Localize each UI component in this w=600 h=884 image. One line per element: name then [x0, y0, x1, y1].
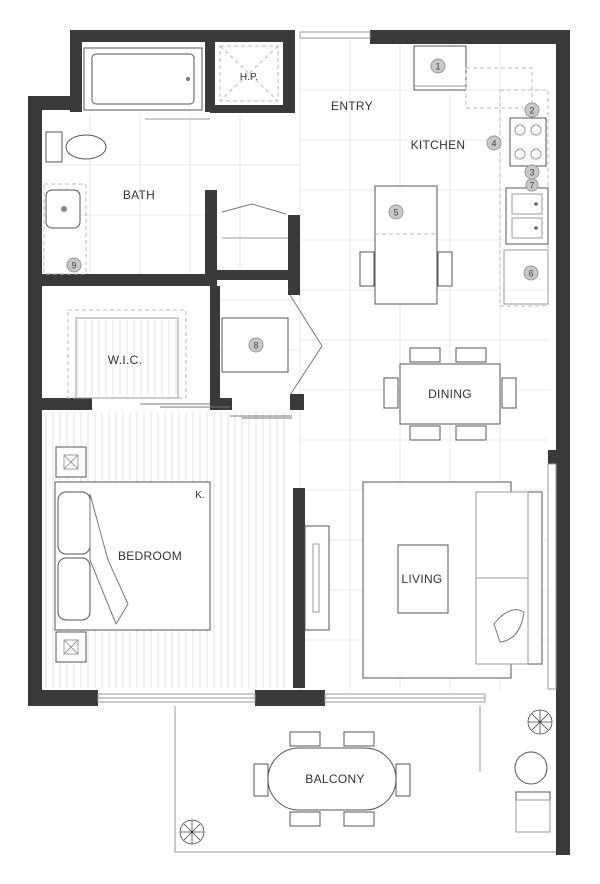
- marker-8: 8: [248, 337, 264, 353]
- label-hp: H.P.: [240, 72, 258, 83]
- label-bath: BATH: [123, 188, 155, 202]
- kitchen-counter: [499, 89, 549, 307]
- potted-plant-top: [527, 709, 553, 735]
- kitchen-fridge: [413, 45, 533, 109]
- bed: [54, 481, 211, 631]
- label-kitchen: KITCHEN: [411, 138, 466, 152]
- marker-9: 9: [66, 257, 82, 273]
- svg-text:5: 5: [393, 208, 398, 218]
- marker-6: 6: [523, 265, 539, 281]
- balcony-table: [253, 731, 411, 827]
- label-living: LIVING: [401, 572, 442, 586]
- svg-text:4: 4: [491, 139, 496, 149]
- windows: [97, 31, 557, 703]
- potted-plant-bottom: [179, 819, 205, 845]
- wic-shelves: [67, 309, 187, 399]
- balcony-side-chair: [514, 751, 551, 833]
- linen-closet: [221, 203, 288, 239]
- label-entry: ENTRY: [331, 99, 373, 113]
- vanity-sink: [43, 183, 87, 275]
- svg-text:1: 1: [435, 62, 440, 72]
- doors: [140, 294, 323, 419]
- dining-table: [383, 347, 517, 441]
- bathtub: [83, 47, 210, 120]
- marker-4: 4: [486, 135, 502, 151]
- hp-closet: [219, 45, 279, 102]
- label-wic: W.I.C.: [108, 353, 142, 367]
- svg-text:3: 3: [529, 168, 534, 178]
- sofa: [475, 491, 543, 665]
- label-dining: DINING: [428, 387, 472, 401]
- toilet: [45, 131, 107, 163]
- marker-1: 1: [430, 58, 446, 74]
- label-balcony: BALCONY: [305, 772, 364, 786]
- walls: [28, 30, 570, 855]
- marker-3: 3: [524, 164, 540, 180]
- svg-text:9: 9: [71, 261, 76, 271]
- svg-text:7: 7: [529, 181, 534, 191]
- svg-text:6: 6: [528, 269, 533, 279]
- marker-5: 5: [388, 204, 404, 220]
- balcony-outline: [174, 706, 556, 853]
- label-bed-size: K.: [195, 490, 204, 501]
- svg-text:8: 8: [253, 341, 258, 351]
- nightstands: [55, 446, 87, 663]
- tv-console: [304, 525, 330, 631]
- marker-2: 2: [524, 102, 540, 118]
- marker-7: 7: [525, 178, 539, 192]
- kitchen-island: [359, 185, 453, 305]
- label-bedroom: BEDROOM: [118, 549, 182, 563]
- svg-text:2: 2: [529, 106, 534, 116]
